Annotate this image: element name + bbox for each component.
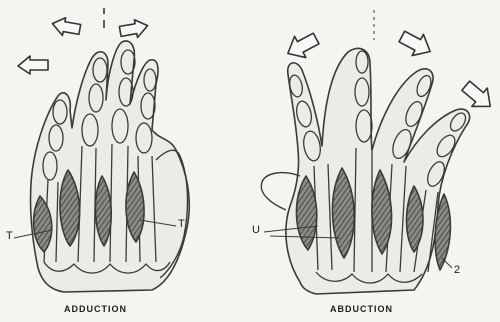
abduction-caption: ABDUCTION <box>330 304 393 314</box>
adduction-callout-right: T <box>178 218 185 230</box>
abduction-callout-right: 2 <box>454 264 460 276</box>
adduction-callout-left: T <box>6 230 13 242</box>
arrow-outward-left <box>282 28 322 64</box>
adduction-caption: ADDUCTION <box>64 304 127 314</box>
arrow-inward-left <box>51 16 82 39</box>
arrow-outward-far-left <box>18 56 48 74</box>
arrow-outward-middle <box>396 26 436 62</box>
adduction-hand <box>14 41 189 292</box>
abduction-arrows <box>282 26 498 116</box>
abduction-callout-left: U <box>252 224 260 236</box>
arrow-inward-right <box>119 18 150 41</box>
